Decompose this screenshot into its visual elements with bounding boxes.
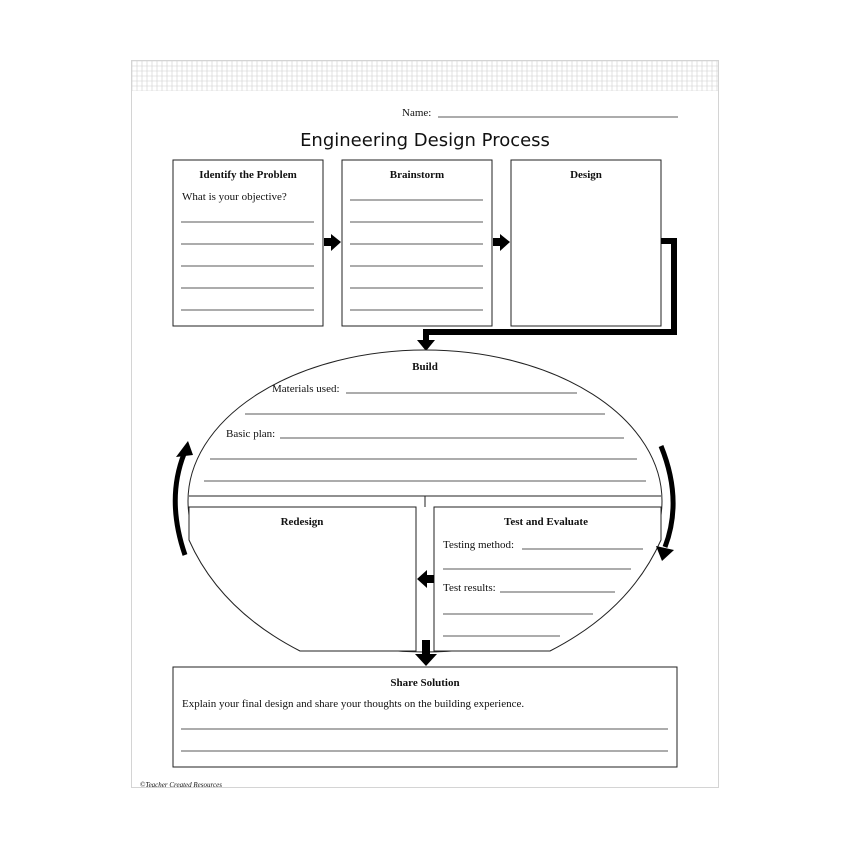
identify-answer-lines[interactable]	[181, 221, 314, 311]
page-title: Engineering Design Process	[300, 130, 550, 151]
share-solution-heading: Share Solution	[390, 677, 459, 689]
arrow-right-icon	[493, 234, 510, 251]
identify-problem-box	[172, 159, 324, 327]
brainstorm-answer-lines[interactable]	[350, 199, 483, 311]
brainstorm-heading: Brainstorm	[390, 169, 444, 181]
name-label: Name:	[402, 107, 431, 119]
brainstorm-box	[341, 159, 493, 327]
grid-strip	[132, 61, 718, 91]
basic-plan-label: Basic plan:	[226, 428, 275, 440]
identify-problem-prompt: What is your objective?	[182, 191, 287, 203]
test-results-label: Test results:	[443, 582, 496, 594]
cycle-arrow-right-icon	[656, 445, 676, 561]
arrow-right-icon	[324, 234, 341, 251]
build-heading: Build	[412, 361, 438, 373]
cycle-arrow-left-icon	[172, 441, 193, 556]
arrow-down-connector-icon	[417, 238, 677, 351]
redesign-heading: Redesign	[281, 516, 324, 528]
arrow-down-icon	[415, 640, 437, 666]
test-evaluate-heading: Test and Evaluate	[504, 516, 588, 528]
share-solution-prompt: Explain your final design and share your…	[182, 698, 524, 710]
arrow-left-icon	[417, 570, 434, 588]
design-box[interactable]	[510, 159, 662, 327]
copyright-text: ©Teacher Created Resources	[140, 781, 222, 789]
design-heading: Design	[570, 169, 602, 181]
test-evaluate-box	[433, 506, 662, 652]
redesign-box[interactable]	[188, 506, 417, 652]
materials-label: Materials used:	[272, 383, 340, 395]
testing-method-label: Testing method:	[443, 539, 514, 551]
share-solution-box	[172, 666, 678, 768]
identify-problem-heading: Identify the Problem	[199, 169, 297, 181]
